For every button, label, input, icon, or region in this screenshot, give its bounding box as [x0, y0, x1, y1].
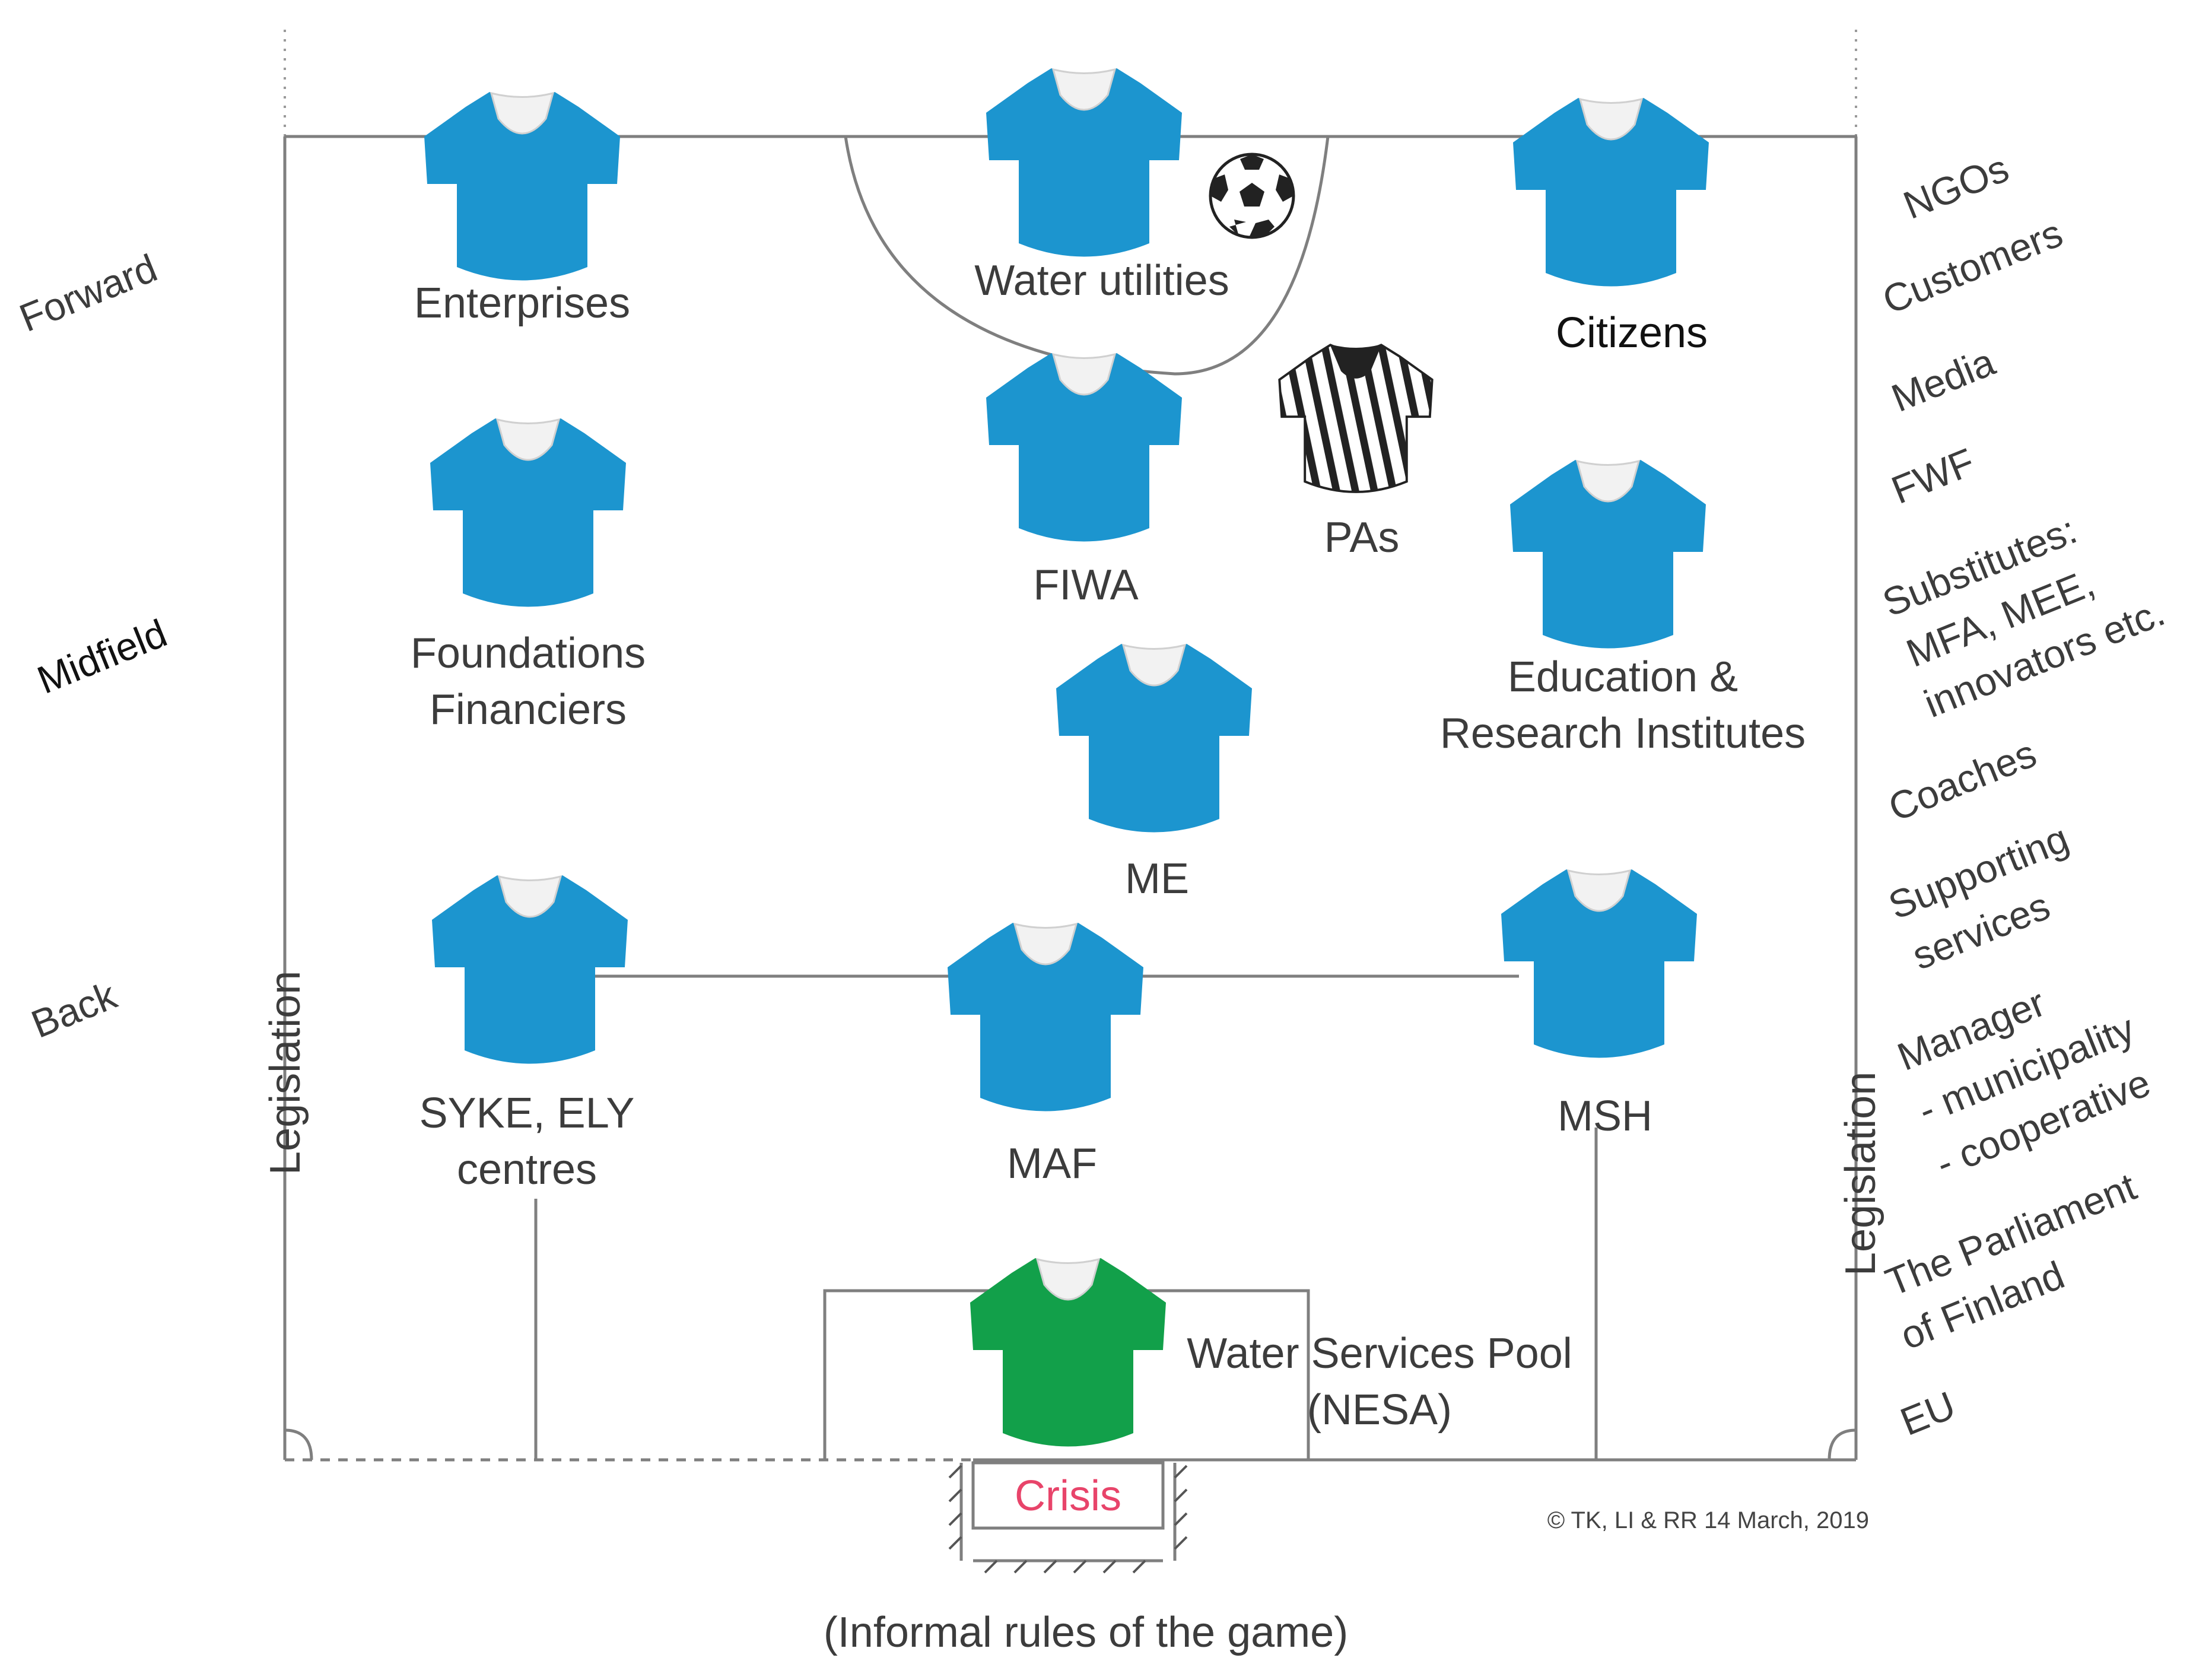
corner-arc-left — [284, 1428, 313, 1460]
position-labels: Forward Midfield Back — [14, 246, 173, 1046]
label-education: Education & — [1508, 653, 1738, 701]
label-me: ME — [1125, 855, 1189, 903]
position-forward: Forward — [14, 246, 163, 340]
shirt-icon — [424, 92, 620, 281]
label-fiwa: FIWA — [1033, 561, 1138, 609]
sideline-ngos: NGOs — [1898, 146, 2015, 227]
label-financiers: Financiers — [430, 686, 627, 733]
sideline-fwf: FWF — [1886, 440, 1981, 512]
copyright-notice: © TK, LI & RR 14 March, 2019 — [1547, 1507, 1869, 1533]
label-water-utilities: Water utilities — [974, 257, 1229, 304]
sideline-media: Media — [1886, 339, 2001, 420]
shirt-icon — [1513, 98, 1709, 287]
player-labels: Enterprises Water utilities Citizens FIW… — [411, 257, 1806, 1434]
shirt-icon — [986, 353, 1182, 542]
goal-hatch-marks — [948, 1465, 1188, 1574]
sideline-eu: EU — [1895, 1383, 1962, 1444]
label-maf: MAF — [1007, 1140, 1097, 1187]
referee-shirt-icon — [1278, 344, 1434, 493]
label-water-services-pool: Water Services Pool — [1187, 1330, 1572, 1377]
label-nesa: (NESA) — [1307, 1386, 1452, 1434]
crisis-box — [971, 1461, 1165, 1530]
shirt-icon — [1501, 869, 1697, 1058]
shirt-icon — [948, 923, 1143, 1111]
soccer-ball-icon — [1209, 153, 1295, 239]
label-foundations: Foundations — [411, 630, 646, 677]
label-research-institutes: Research Institutes — [1440, 710, 1806, 757]
sideline-stakeholders: NGOs Customers Media FWF Substitutes: MF… — [1877, 146, 2171, 1444]
label-syke-ely: SYKE, ELY — [419, 1090, 635, 1137]
position-back: Back — [26, 973, 123, 1046]
shirt-icon — [1510, 460, 1706, 649]
label-citizens: Citizens — [1556, 309, 1708, 357]
legislation-right-label: Legislation — [1837, 1072, 1884, 1276]
label-enterprises: Enterprises — [414, 280, 630, 327]
jerseys — [424, 68, 1709, 1447]
green-shirt-icon — [970, 1258, 1166, 1447]
shirt-icon — [1056, 644, 1252, 833]
label-centres: centres — [457, 1146, 597, 1193]
crisis-label: Crisis — [1015, 1472, 1121, 1520]
crisis-goal: Crisis — [948, 1461, 1188, 1574]
corner-arc-right — [1828, 1428, 1857, 1460]
label-pas: PAs — [1324, 514, 1400, 561]
position-midfield: Midfield — [31, 611, 173, 702]
shirt-icon — [432, 875, 628, 1064]
informal-rules-caption: (Informal rules of the game) — [824, 1609, 1348, 1656]
shirt-icon — [430, 418, 626, 607]
legislation-left-label: Legislation — [262, 971, 309, 1175]
label-msh: MSH — [1558, 1093, 1652, 1140]
sideline-coaches: Coaches — [1883, 731, 2042, 830]
shirt-icon — [986, 68, 1182, 257]
sideline-customers: Customers — [1877, 211, 2069, 322]
